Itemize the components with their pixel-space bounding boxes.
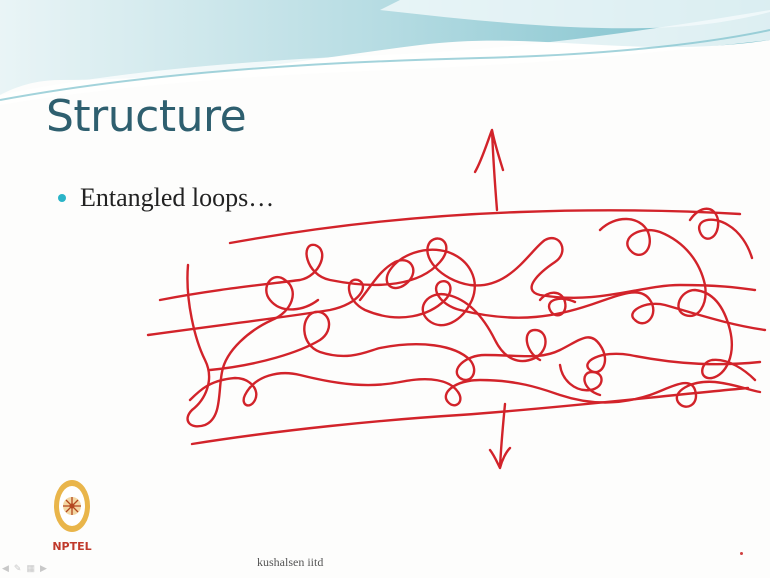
ink-loops-left [186,263,320,428]
red-dot-mark [740,552,743,555]
nptel-logo: NPTEL [52,480,92,553]
bullet-dot-icon [58,194,66,202]
grid-icon[interactable]: ▦ [26,563,35,573]
ink-arrow-bottom [488,402,512,470]
ink-lower-boundary [190,386,750,446]
ink-chain-2 [146,278,767,337]
arrow-right-icon[interactable]: ▶ [39,563,47,573]
pen-icon[interactable]: ✎ [13,563,22,573]
slide-title: Structure [46,91,247,142]
bullet-list: Entangled loops… [58,183,274,213]
bullet-text: Entangled loops… [80,183,275,212]
ink-chain-1 [158,237,757,302]
ink-arrow-top [473,128,505,212]
nptel-logo-text: NPTEL [52,540,91,553]
ink-loops-mid [358,248,547,363]
slideshow-nav-controls[interactable]: ◀ ✎ ▦ ▶ [2,563,47,574]
ink-chain-4 [188,372,762,408]
header-wave-decoration [0,0,770,105]
ink-chain-3 [208,310,762,382]
ink-loop-small-center [538,291,577,317]
arrow-left-icon[interactable]: ◀ [2,563,9,573]
ink-upper-boundary [228,209,742,245]
slide-footer: kushalsen iitd [257,555,324,569]
ink-loops-right [598,217,757,382]
bullet-item: Entangled loops… [58,183,274,213]
ink-loop-lower-mid [558,363,603,397]
ink-loop-upper-right [688,207,754,260]
